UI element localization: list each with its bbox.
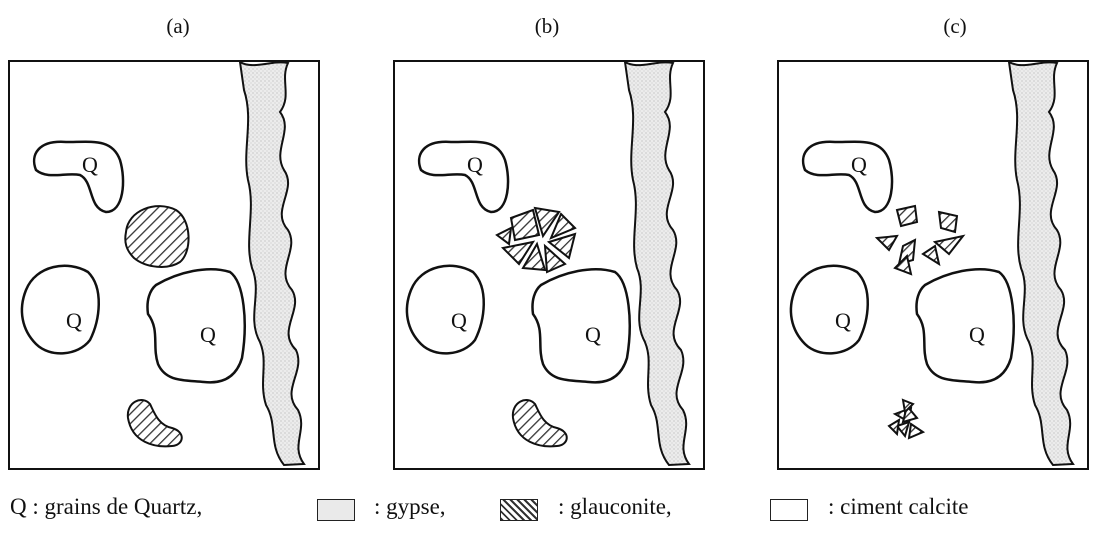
panel-c: Q Q Q xyxy=(777,60,1089,470)
quartz-grain-3 xyxy=(915,268,1015,384)
quartz-grain-3 xyxy=(146,268,246,384)
glauconite-grain-2 xyxy=(511,399,568,448)
panel-label-a: (a) xyxy=(166,14,190,38)
legend-gypse-swatch xyxy=(317,499,355,521)
grain-label: Q xyxy=(585,322,601,347)
panel-a-drawing: Q Q Q xyxy=(8,60,320,470)
legend-gypse: : gypse, xyxy=(374,494,446,519)
quartz-grain-2 xyxy=(20,264,100,355)
quartz-grain-1 xyxy=(417,140,510,214)
dispersed-glauconite-fragments xyxy=(874,204,966,276)
quartz-grain-1 xyxy=(801,140,894,214)
gypse-band xyxy=(623,60,691,467)
grain-label: Q xyxy=(66,308,82,333)
panel-b: Q Q Q xyxy=(393,60,705,470)
grain-label: Q xyxy=(82,152,98,177)
glauconite-grain-1 xyxy=(124,205,190,268)
panel-label-b: (b) xyxy=(534,14,560,38)
quartz-grain-3 xyxy=(531,268,631,384)
fractured-glauconite-grain xyxy=(495,206,577,274)
grain-label: Q xyxy=(451,308,467,333)
gypse-band xyxy=(238,60,306,467)
grain-label: Q xyxy=(969,322,985,347)
quartz-grain-2 xyxy=(405,264,485,355)
panel-c-drawing: Q Q Q xyxy=(777,60,1089,470)
glauconite-grain-2 xyxy=(126,399,183,448)
grain-label: Q xyxy=(200,322,216,347)
quartz-grain-2 xyxy=(789,264,869,355)
panel-label-c: (c) xyxy=(943,14,967,38)
legend-quartz: Q : grains de Quartz, xyxy=(10,494,203,519)
grain-label: Q xyxy=(835,308,851,333)
gypse-band xyxy=(1007,60,1075,467)
legend-calcite-swatch xyxy=(770,499,808,521)
grain-label: Q xyxy=(851,152,867,177)
panel-a: Q Q Q xyxy=(8,60,320,470)
legend-glauconite-swatch xyxy=(500,499,538,521)
glauconite-fragment-cluster xyxy=(887,398,926,440)
grain-label: Q xyxy=(467,152,483,177)
legend-glauconite: : glauconite, xyxy=(558,494,672,519)
panel-b-drawing: Q Q Q xyxy=(393,60,705,470)
legend-calcite: : ciment calcite xyxy=(828,494,969,519)
quartz-grain-1 xyxy=(32,140,125,214)
